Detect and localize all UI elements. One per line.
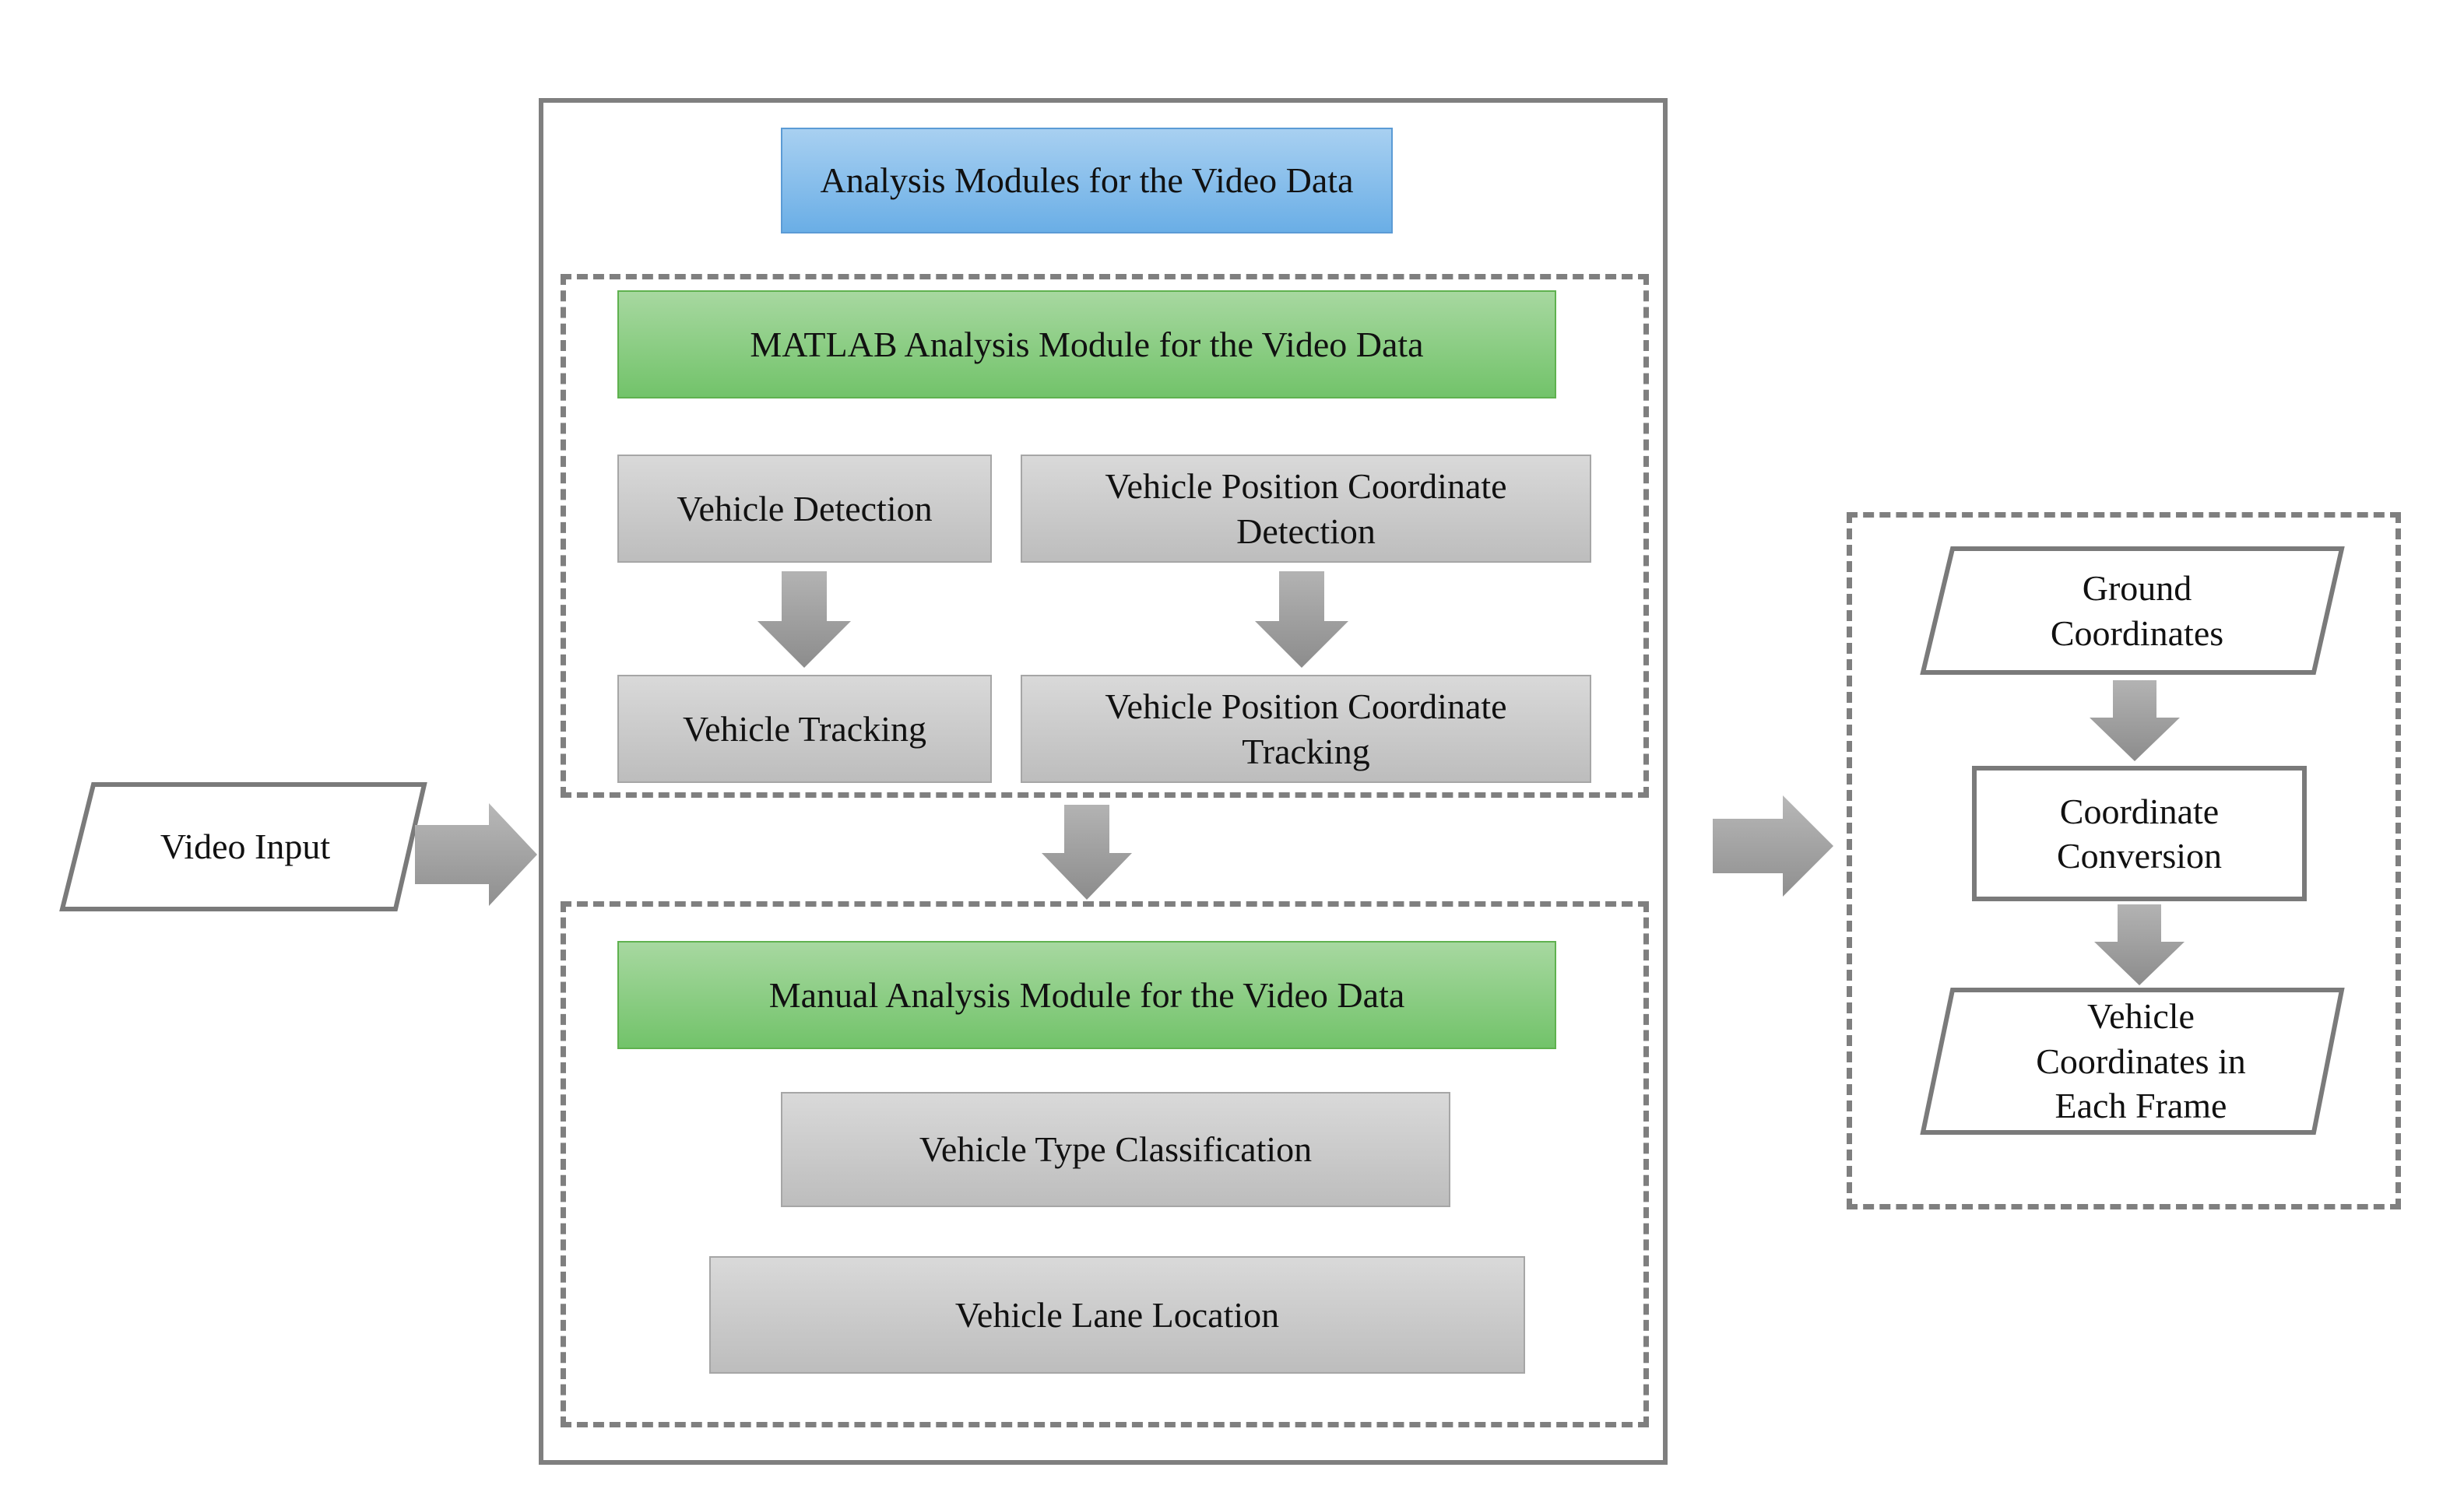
matlab-module-title: MATLAB Analysis Module for the Video Dat… — [617, 290, 1556, 398]
arrow-detection-to-tracking — [757, 571, 851, 668]
vehicle-lane-location-step: Vehicle Lane Location — [709, 1256, 1525, 1374]
vehicle-type-classification-step: Vehicle Type Classification — [781, 1092, 1450, 1207]
arrow-matlab-to-manual — [1042, 805, 1132, 900]
position-detection-step: Vehicle Position Coordinate Detection — [1021, 455, 1591, 563]
position-tracking-step: Vehicle Position Coordinate Tracking — [1021, 675, 1591, 783]
vehicle-coordinates-label: Vehicle Coordinates in Each Frame — [2036, 996, 2246, 1126]
manual-module-title: Manual Analysis Module for the Video Dat… — [617, 941, 1556, 1049]
arrow-input-to-analysis — [415, 803, 537, 906]
matlab-module-group — [561, 274, 1649, 798]
vehicle-detection-step: Vehicle Detection — [617, 455, 992, 563]
arrow-conversion-to-vehicle-coordinates — [2094, 904, 2185, 985]
ground-coordinates-shape — [1920, 546, 2345, 675]
vehicle-tracking-step: Vehicle Tracking — [617, 675, 992, 783]
coordinate-conversion-step: Coordinate Conversion — [1972, 766, 2307, 901]
analysis-modules-panel — [539, 98, 1668, 1465]
coordinate-panel — [1847, 512, 2401, 1209]
vehicle-coordinates-shape — [1920, 988, 2345, 1135]
arrow-position-detection-to-tracking — [1255, 571, 1348, 668]
analysis-modules-title: Analysis Modules for the Video Data — [781, 128, 1393, 233]
arrow-ground-to-conversion — [2090, 680, 2180, 761]
video-input-shape — [59, 782, 427, 911]
arrow-analysis-to-coordinates — [1713, 795, 1833, 897]
manual-module-group — [561, 901, 1649, 1427]
ground-coordinates-label: Ground Coordinates — [2050, 568, 2224, 653]
video-input-label: Video Input — [160, 827, 331, 867]
